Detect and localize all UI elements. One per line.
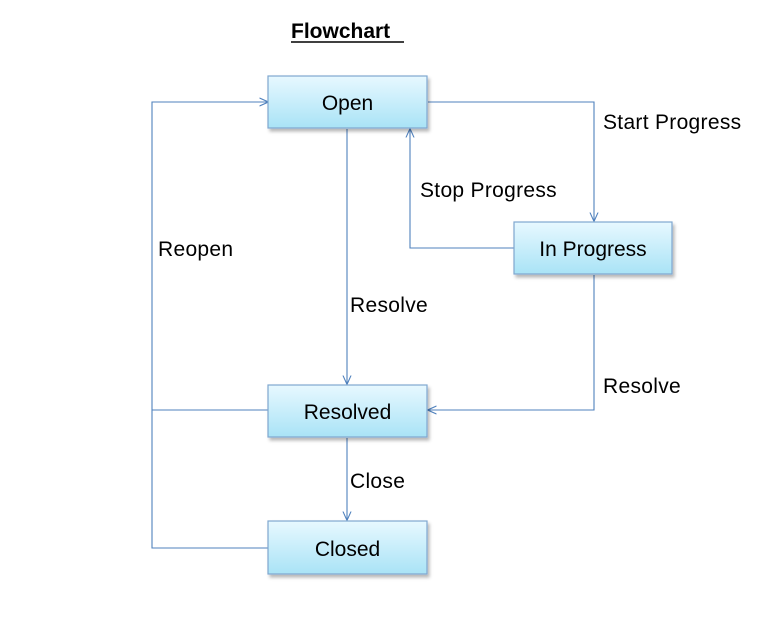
- edge-label-close: Close: [350, 470, 405, 493]
- node-in-progress-box: [513, 221, 673, 275]
- node-closed-label: Closed: [315, 538, 380, 561]
- node-resolved-box: [267, 384, 428, 438]
- edge-start-progress: [428, 101, 594, 221]
- diagram-title-text: Flowchart: [291, 20, 390, 43]
- edge-label-start-progress: Start Progress: [603, 111, 741, 134]
- node-open: Open: [267, 75, 428, 129]
- node-open-label: Open: [322, 92, 373, 115]
- edge-resolve-from-in-progress: [428, 275, 595, 410]
- edges: [151, 101, 595, 549]
- edge-stop-progress: [410, 129, 514, 249]
- diagram-title: Flowchart: [291, 20, 404, 43]
- node-closed-box: [267, 520, 428, 575]
- edge-label-stop-progress: Stop Progress: [420, 179, 557, 202]
- edge-reopen: [151, 102, 268, 549]
- node-resolved: Resolved: [267, 384, 428, 438]
- edge-label-resolve-from-in-progress: Resolve: [603, 375, 681, 398]
- node-closed: Closed: [267, 520, 428, 575]
- edge-label-reopen: Reopen: [158, 238, 233, 261]
- node-resolved-label: Resolved: [304, 401, 392, 424]
- node-in-progress-label: In Progress: [539, 238, 646, 261]
- edge-label-resolve-from-open: Resolve: [350, 294, 428, 317]
- node-open-box: [267, 75, 428, 129]
- edge-labels: Start Progress Stop Progress Reopen Reso…: [158, 111, 741, 493]
- node-in-progress: In Progress: [513, 221, 673, 275]
